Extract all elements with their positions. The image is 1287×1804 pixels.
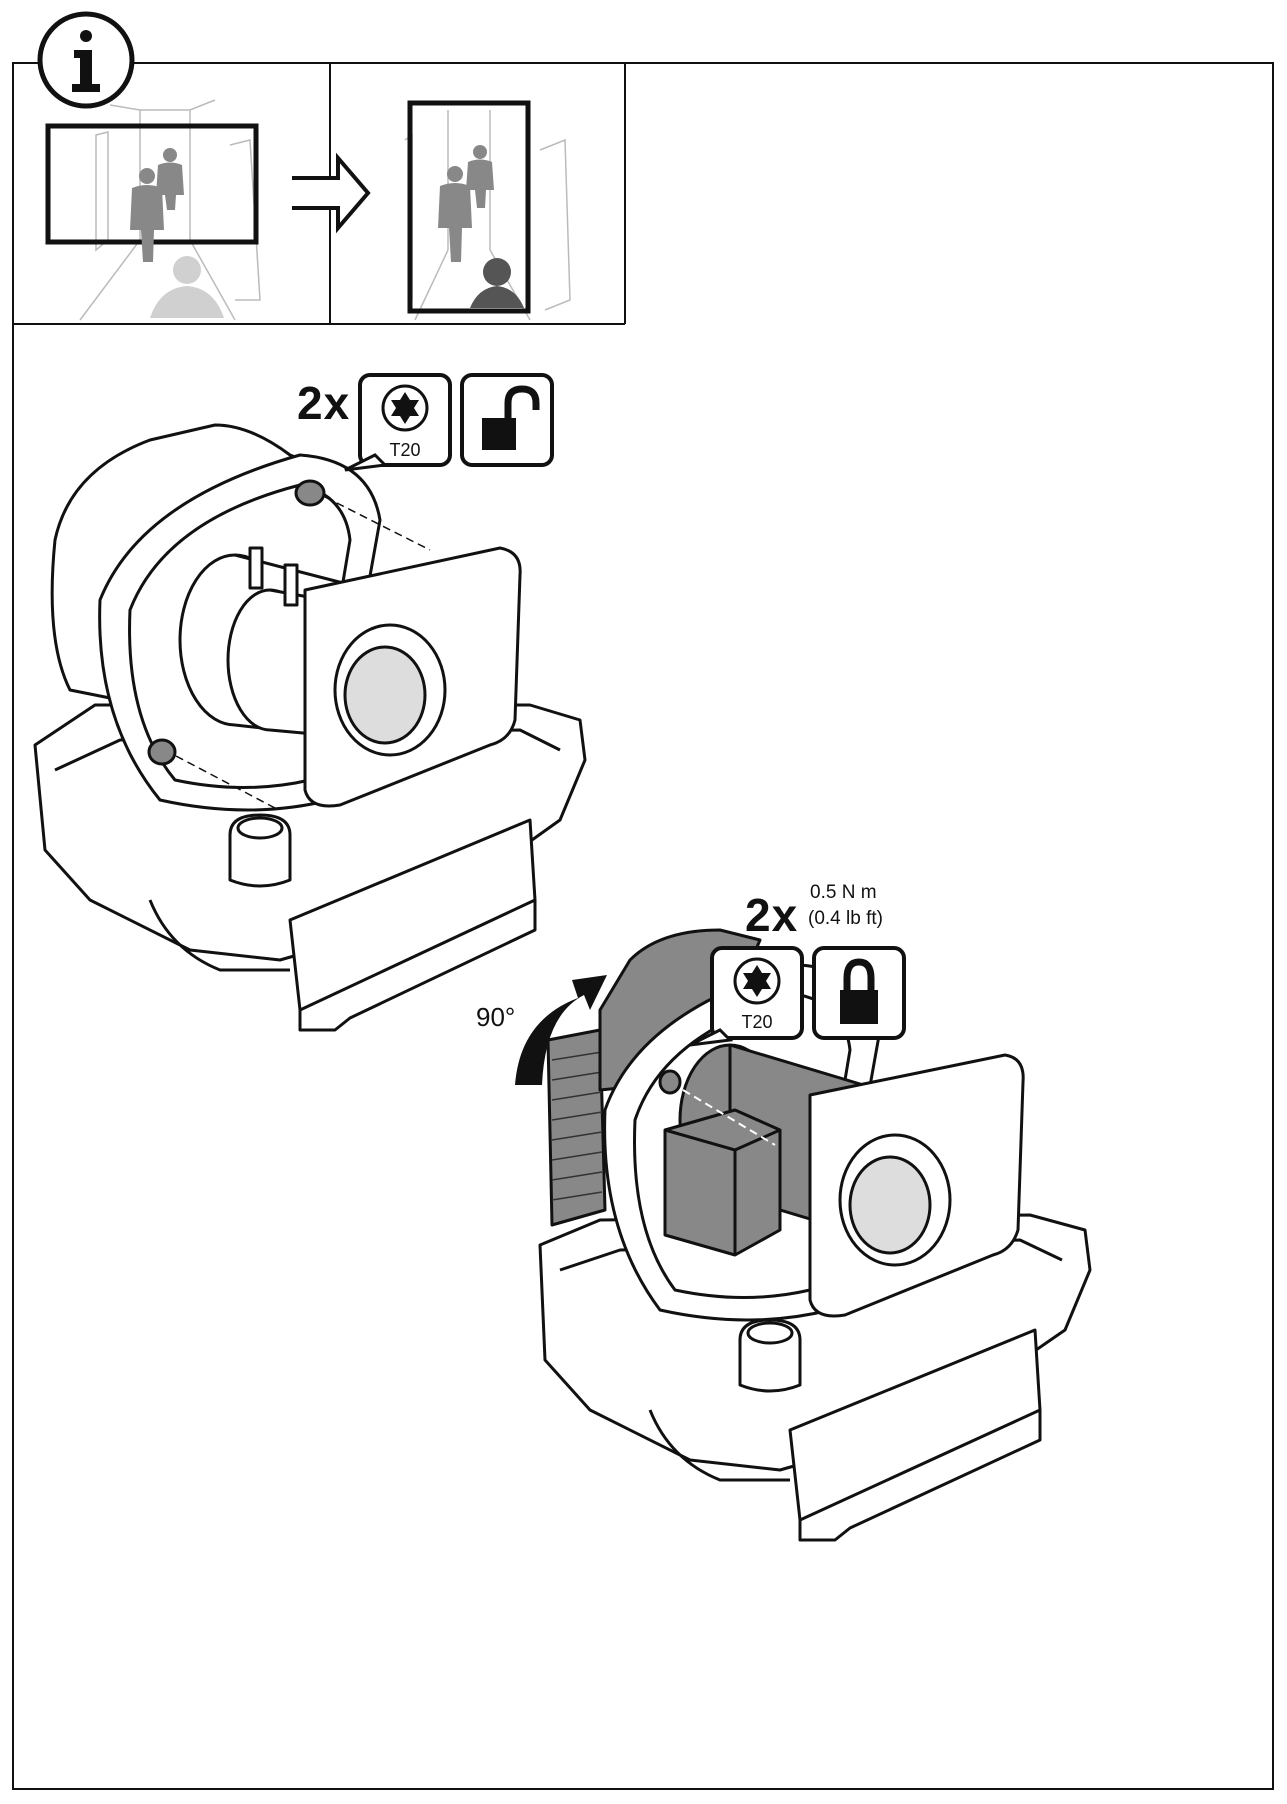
unlock-icon[interactable] xyxy=(460,373,554,467)
camera-locked-illustration xyxy=(538,928,1092,1542)
view-comparison-panels xyxy=(12,62,626,325)
transition-arrow xyxy=(290,152,371,234)
step2-tool-label: T20 xyxy=(741,1012,773,1032)
camera-unlocked-illustration xyxy=(33,423,587,1032)
step2-torque-nm: 0.5 N m xyxy=(810,882,877,903)
step2-rotation-label: 90° xyxy=(476,1002,516,1032)
screw-step2 xyxy=(658,1069,776,1146)
step2-torque-lbft: (0.4 lb ft) xyxy=(808,908,883,929)
lock-icon[interactable] xyxy=(812,946,906,1040)
rotation-arrow-icon xyxy=(515,975,607,1085)
screw-top xyxy=(294,479,431,551)
screw-bottom xyxy=(147,738,276,809)
instruction-frame xyxy=(12,62,1274,1790)
torx-t20-badge-1 xyxy=(344,373,452,472)
step1-count: 2x xyxy=(297,377,351,429)
step1-tool-label: T20 xyxy=(389,440,421,460)
step2-count: 2x xyxy=(745,889,799,941)
info-icon xyxy=(37,11,135,109)
torx-t20-badge-2 xyxy=(689,946,804,1047)
